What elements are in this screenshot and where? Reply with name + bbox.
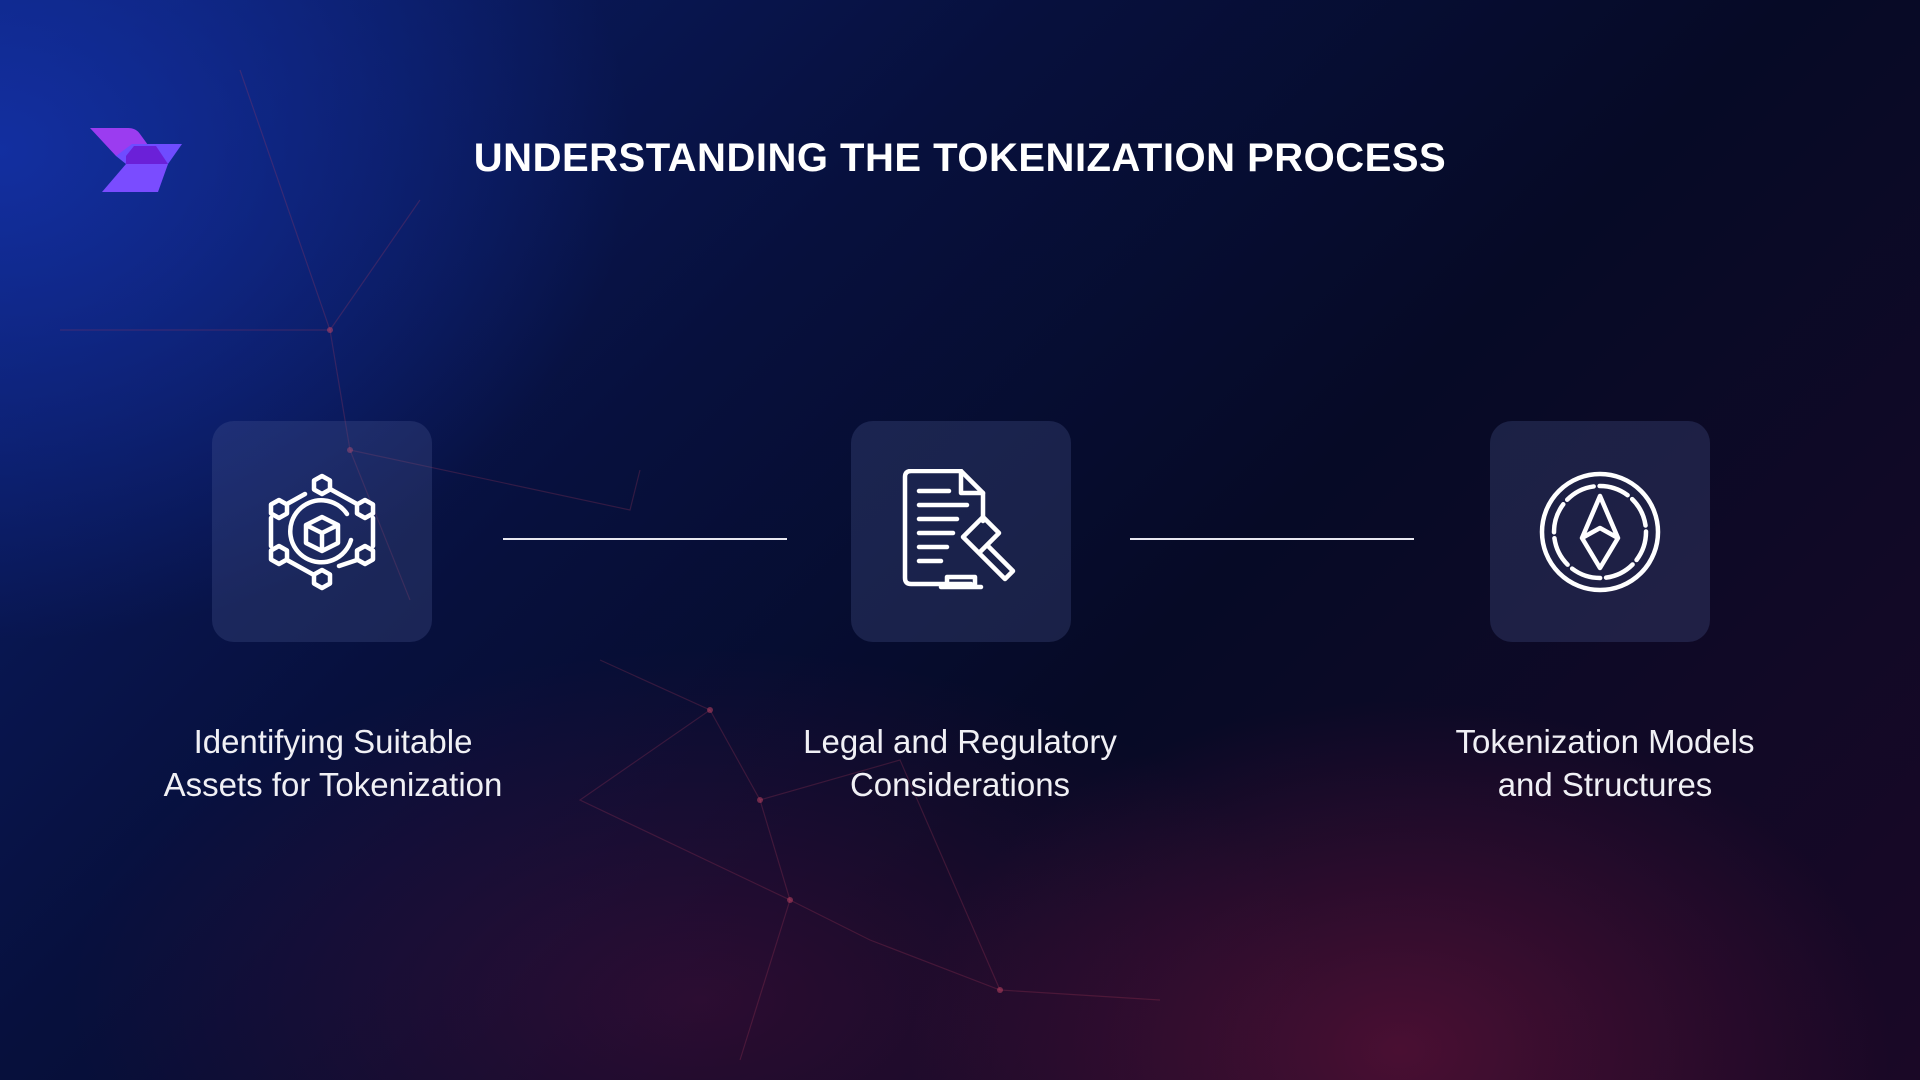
connector-line <box>1130 538 1414 540</box>
connector-line <box>503 538 787 540</box>
step-card-legal <box>851 421 1071 642</box>
ethereum-coin-icon <box>1539 471 1661 592</box>
brand-logo <box>90 128 182 192</box>
step-card-assets <box>212 421 432 642</box>
blockchain-cube-network-icon <box>268 473 376 590</box>
page-title: UNDERSTANDING THE TOKENIZATION PROCESS <box>473 136 1447 180</box>
step-card-models <box>1490 421 1710 642</box>
legal-document-gavel-icon <box>902 469 1016 590</box>
